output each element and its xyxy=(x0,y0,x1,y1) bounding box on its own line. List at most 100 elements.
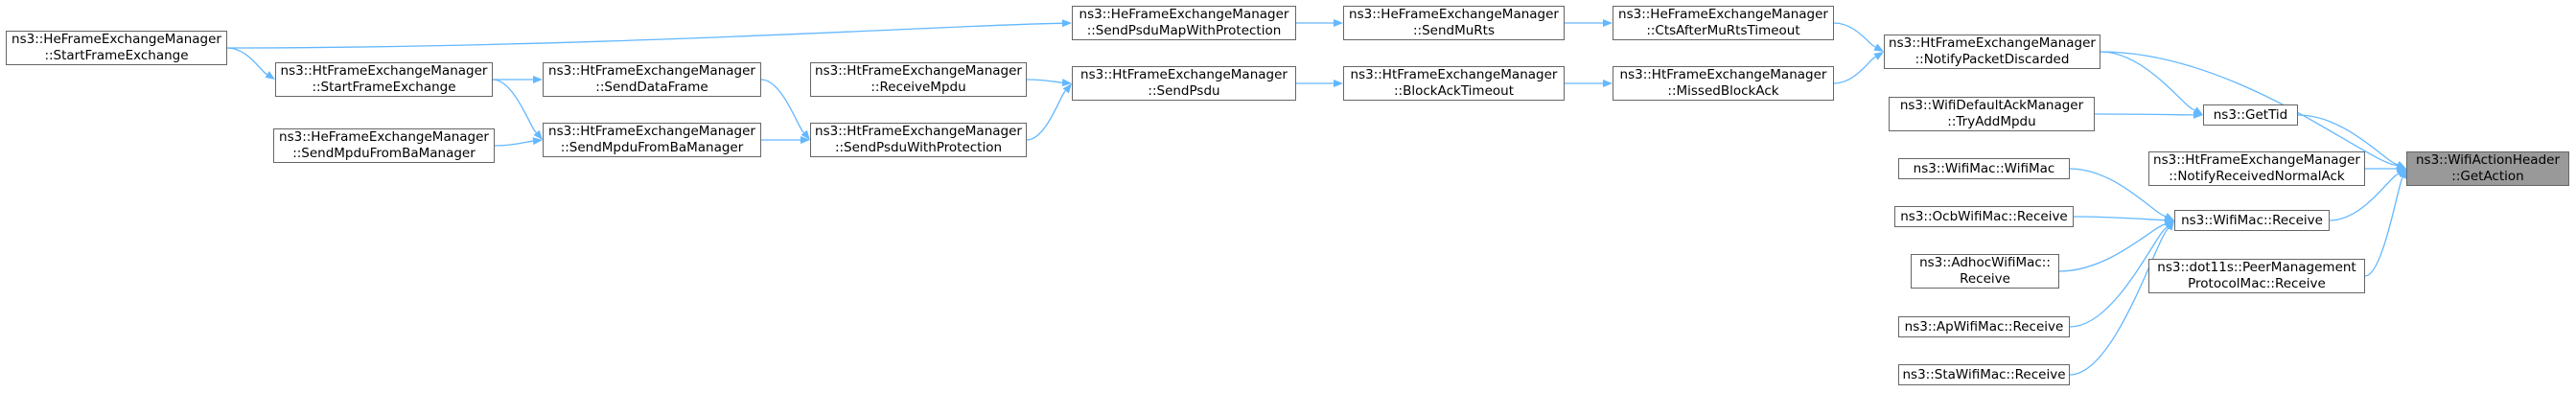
node-label-line: ns3::AdhocWifiMac:: xyxy=(1919,255,2051,270)
node-ocbwifimac-receive[interactable]: ns3::OcbWifiMac::Receive xyxy=(1894,206,2074,227)
arrowhead xyxy=(801,129,810,140)
arrowhead xyxy=(533,76,543,83)
node-label-line: ns3::WifiMac::WifiMac xyxy=(1913,160,2055,176)
node-he-sendmurts[interactable]: ns3::HeFrameExchangeManager ::SendMuRts xyxy=(1343,6,1565,40)
node-label-line: ns3::OcbWifiMac::Receive xyxy=(1900,208,2068,224)
node-label-line: ::NotifyPacketDiscarded xyxy=(1915,52,2070,67)
arrowhead xyxy=(1873,43,1884,52)
node-label-line: ::GetAction xyxy=(2451,169,2524,184)
node-label-line: ::CtsAfterMuRtsTimeout xyxy=(1646,23,1800,38)
node-ht-missedblockack[interactable]: ns3::HtFrameExchangeManager ::MissedBloc… xyxy=(1613,66,1834,101)
call-edge xyxy=(494,140,534,147)
node-label-line: ns3::HeFrameExchangeManager xyxy=(279,129,489,145)
node-label-line: ns3::HtFrameExchangeManager xyxy=(548,63,755,79)
node-ht-notifypacketdiscarded[interactable]: ns3::HtFrameExchangeManager ::NotifyPack… xyxy=(1884,35,2100,69)
call-edge xyxy=(2364,176,2404,277)
node-ht-startframeexchange[interactable]: ns3::HtFrameExchangeManager ::StartFrame… xyxy=(275,62,493,97)
node-label-line: ::SendPsdu xyxy=(1148,83,1220,99)
node-label-line: ns3::HtFrameExchangeManager xyxy=(2153,152,2360,168)
call-edge xyxy=(2329,173,2399,221)
node-label-line: ns3::HtFrameExchangeManager xyxy=(1889,35,2096,51)
arrowhead xyxy=(1873,52,1884,60)
call-edge xyxy=(1026,79,1063,83)
node-wifimac-wifimac[interactable]: ns3::WifiMac::WifiMac xyxy=(1898,158,2070,179)
node-label-line: ns3::GetTid xyxy=(2213,106,2288,123)
node-label-line: ::TryAddMpdu xyxy=(1947,114,2036,129)
node-label-line: ProtocolMac::Receive xyxy=(2188,276,2326,291)
call-edge xyxy=(2069,227,2170,376)
call-edge xyxy=(760,79,805,133)
arrowhead xyxy=(1334,19,1343,27)
node-label-line: ns3::dot11s::PeerManagement xyxy=(2157,260,2356,275)
node-label-line: ns3::HeFrameExchangeManager xyxy=(12,32,221,47)
node-label-line: ::SendMuRts xyxy=(1412,23,1495,38)
node-adhocwifimac-receive[interactable]: ns3::AdhocWifiMac:: Receive xyxy=(1911,254,2059,289)
node-label-line: ns3::HtFrameExchangeManager xyxy=(815,63,1022,79)
arrowhead xyxy=(1062,83,1072,94)
node-he-ctsaftermurtstimeout[interactable]: ns3::HeFrameExchangeManager ::CtsAfterMu… xyxy=(1613,6,1834,40)
node-ht-sendmpdufrombamanager[interactable]: ns3::HtFrameExchangeManager ::SendMpduFr… xyxy=(543,123,761,157)
arrowhead xyxy=(2193,110,2203,119)
node-wifimac-receive[interactable]: ns3::WifiMac::Receive xyxy=(2174,210,2330,231)
node-label-line: ns3::HtFrameExchangeManager xyxy=(280,63,488,79)
node-label-line: ::ReceiveMpdu xyxy=(870,80,966,95)
node-he-startframeexchange[interactable]: ns3::HeFrameExchangeManager ::StartFrame… xyxy=(6,31,227,65)
arrowhead xyxy=(1061,79,1072,87)
node-label-line: ns3::HeFrameExchangeManager xyxy=(1079,7,1289,22)
call-edge xyxy=(2073,216,2166,221)
arrowhead xyxy=(2166,220,2174,231)
node-label-line: ns3::HeFrameExchangeManager xyxy=(1349,7,1559,22)
node-label-line: ::BlockAckTimeout xyxy=(1394,83,1514,99)
node-label-line: ::NotifyReceivedNormalAck xyxy=(2169,169,2345,184)
node-label-line: ns3::HtFrameExchangeManager xyxy=(1080,67,1288,82)
node-label-line: ns3::WifiDefaultAckManager xyxy=(1899,98,2084,113)
node-label-line: ns3::StaWifiMac::Receive xyxy=(1902,366,2066,382)
call-edge xyxy=(492,79,538,133)
node-label-line: ns3::ApWifiMac::Receive xyxy=(1904,318,2064,335)
call-edge xyxy=(2100,51,2195,111)
call-edge xyxy=(226,47,267,76)
arrowhead xyxy=(265,71,275,80)
node-he-sendpsdumapwithprotection[interactable]: ns3::HeFrameExchangeManager ::SendPsduMa… xyxy=(1072,6,1296,40)
call-edge xyxy=(2058,223,2166,272)
node-dot11s-peermanagementprotocolmac-receive[interactable]: ns3::dot11s::PeerManagement ProtocolMac:… xyxy=(2148,259,2365,293)
call-edge xyxy=(2297,114,2399,166)
node-label-line: ns3::HtFrameExchangeManager xyxy=(1619,67,1827,82)
arrowhead xyxy=(1603,19,1613,27)
node-label-line: ::StartFrameExchange xyxy=(312,80,456,95)
node-ht-blockacktimeout[interactable]: ns3::HtFrameExchangeManager ::BlockAckTi… xyxy=(1343,66,1565,101)
node-gettid[interactable]: ns3::GetTid xyxy=(2203,104,2298,126)
node-he-sendmpdufrombamanager[interactable]: ns3::HeFrameExchangeManager ::SendMpduFr… xyxy=(273,128,495,163)
node-ht-sendpsduwithprotection[interactable]: ns3::HtFrameExchangeManager ::SendPsduWi… xyxy=(810,123,1027,157)
node-label-line: ns3::HtFrameExchangeManager xyxy=(1350,67,1558,82)
node-ht-sendpsdu[interactable]: ns3::HtFrameExchangeManager ::SendPsdu xyxy=(1072,66,1296,101)
arrowhead xyxy=(2396,169,2406,177)
call-edge xyxy=(226,22,1063,49)
node-label-line: ::StartFrameExchange xyxy=(44,48,189,63)
node-label-line: ns3::HtFrameExchangeManager xyxy=(815,124,1022,139)
node-wifidefaultackmanager-tryaddmpdu[interactable]: ns3::WifiDefaultAckManager ::TryAddMpdu xyxy=(1889,97,2095,131)
node-label-line: ::SendPsduWithProtection xyxy=(834,140,1003,155)
node-label-line: ns3::HtFrameExchangeManager xyxy=(548,124,755,139)
node-ht-senddataframe[interactable]: ns3::HtFrameExchangeManager ::SendDataFr… xyxy=(543,62,761,97)
call-edge xyxy=(1833,56,1876,84)
node-label-line: ::SendPsduMapWithProtection xyxy=(1086,23,1282,38)
call-edge xyxy=(2069,226,2169,328)
arrowhead xyxy=(1334,80,1343,87)
arrowhead xyxy=(532,137,543,146)
node-label-line: ::SendMpduFromBaManager xyxy=(560,140,744,155)
node-stawifimac-receive[interactable]: ns3::StaWifiMac::Receive xyxy=(1898,364,2070,385)
call-edge xyxy=(1026,90,1067,141)
node-wifiactionheader-getaction: ns3::WifiActionHeader ::GetAction xyxy=(2406,151,2569,186)
call-edge xyxy=(2069,168,2167,218)
arrowhead xyxy=(2399,169,2407,179)
node-ht-notifyreceivednormalack[interactable]: ns3::HtFrameExchangeManager ::NotifyRece… xyxy=(2148,151,2365,186)
node-apwifimac-receive[interactable]: ns3::ApWifiMac::Receive xyxy=(1898,316,2070,337)
node-label-line: ::SendMpduFromBaManager xyxy=(292,146,476,161)
node-label-line: ns3::WifiMac::Receive xyxy=(2181,212,2323,228)
node-label-line: ::MissedBlockAck xyxy=(1667,83,1779,99)
node-label-line: ::SendDataFrame xyxy=(595,80,708,95)
node-ht-receivempdu[interactable]: ns3::HtFrameExchangeManager ::ReceiveMpd… xyxy=(810,62,1027,97)
